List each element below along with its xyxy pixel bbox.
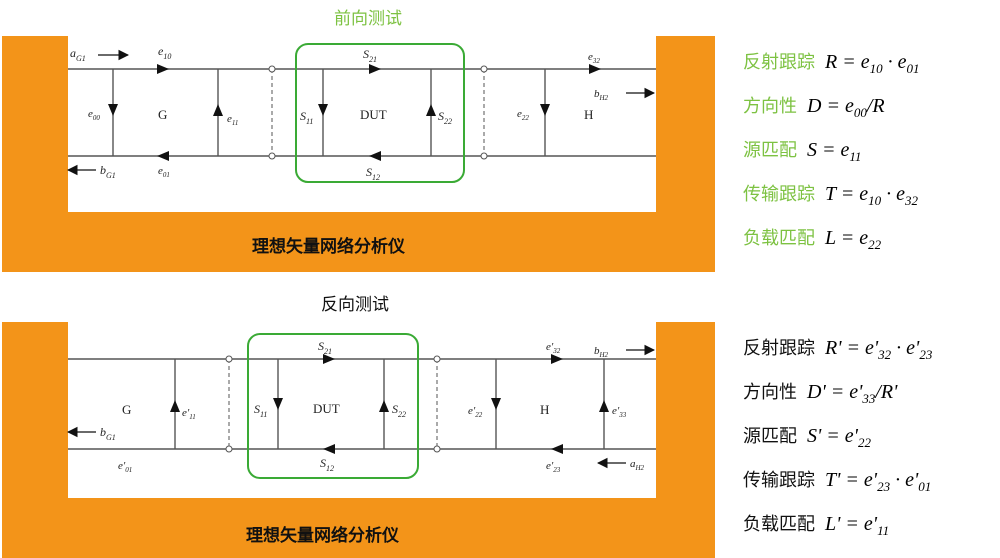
equation-row: 传输跟踪 T = e10 · e32 [743, 180, 918, 209]
forward-arrow-s12 [369, 151, 381, 161]
forward-dut-box [295, 43, 465, 183]
equation-row: 负载匹配 L' = e'11 [743, 510, 889, 539]
equation-name: 负载匹配 [743, 228, 815, 249]
equation-row: 方向性 D = e00/R [743, 92, 885, 121]
forward-label-e10: e10 [158, 44, 171, 61]
forward-label-e01: e01 [158, 165, 170, 179]
forward-label-H: H [584, 107, 593, 122]
reverse-arrow-e32 [551, 354, 563, 364]
reverse-arrow-s21 [323, 354, 335, 364]
reverse-label-e22p: e'22 [468, 405, 483, 419]
forward-arrow-e01 [157, 151, 169, 161]
forward-label-S22: S22 [438, 109, 452, 126]
reverse-arrow-s11 [273, 398, 283, 410]
forward-label-bH2: bH2 [594, 88, 609, 102]
reverse-label-e23p: e'23 [546, 460, 561, 474]
forward-port-node [480, 152, 488, 160]
forward-port-node [268, 65, 276, 73]
reverse-arrow-e33 [599, 400, 609, 412]
forward-label-aG1: aG1 [70, 46, 86, 63]
equation-name: 反射跟踪 [743, 338, 815, 359]
equation-formula: R = e10 · e01 [825, 51, 920, 76]
equation-name: 传输跟踪 [743, 470, 815, 491]
forward-arrow-e10 [157, 64, 169, 74]
reverse-label-S22: S22 [392, 402, 406, 419]
forward-arrow-e22 [540, 104, 550, 116]
equation-name: 传输跟踪 [743, 184, 815, 205]
equation-name: 方向性 [743, 96, 797, 117]
equation-name: 源匹配 [743, 140, 797, 161]
equation-formula: D = e00/R [807, 95, 885, 120]
reverse-label-bG1: bG1 [100, 425, 116, 442]
forward-label-e22: e22 [517, 108, 529, 122]
reverse-port-node [225, 355, 233, 363]
forward-port-node [268, 152, 276, 160]
forward-label-S11: S11 [300, 109, 313, 126]
equation-formula: T' = e'23 · e'01 [825, 469, 932, 494]
equation-row: 反射跟踪 R' = e'32 · e'23 [743, 334, 932, 363]
forward-label-bG1: bG1 [100, 163, 116, 180]
forward-analyzer-label: 理想矢量网络分析仪 [252, 237, 405, 257]
reverse-port-node [433, 445, 441, 453]
equation-name: 源匹配 [743, 426, 797, 447]
forward-arrow-e11 [213, 104, 223, 116]
reverse-label-e33p: e'33 [612, 405, 627, 419]
forward-label-e00: e00 [88, 108, 100, 122]
reverse-label-DUT: DUT [313, 401, 340, 416]
equation-row: 源匹配 S' = e'22 [743, 422, 871, 451]
reverse-dut-box [247, 333, 419, 479]
equation-formula: L' = e'11 [825, 513, 890, 538]
reverse-label-S11: S11 [254, 402, 267, 419]
reverse-label-e11p: e'11 [182, 407, 196, 421]
reverse-label-bH2: bH2 [594, 345, 609, 359]
reverse-label-S21: S21 [318, 339, 332, 356]
reverse-arrow-e11 [170, 400, 180, 412]
forward-label-DUT: DUT [360, 107, 387, 122]
equation-row: 反射跟踪 R = e10 · e01 [743, 48, 919, 77]
equation-formula: S = e11 [807, 139, 862, 164]
reverse-analyzer-body [2, 322, 715, 558]
reverse-label-e32p: e'32 [546, 341, 561, 355]
equation-row: 传输跟踪 T' = e'23 · e'01 [743, 466, 931, 495]
equation-formula: L = e22 [825, 227, 882, 252]
forward-label-G: G [158, 107, 167, 122]
reverse-label-S12: S12 [320, 456, 334, 473]
reverse-arrow-s22 [379, 400, 389, 412]
equation-row: 方向性 D' = e'33/R' [743, 378, 897, 407]
forward-port-node [480, 65, 488, 73]
equation-row: 负载匹配 L = e22 [743, 224, 881, 253]
equation-formula: T = e10 · e32 [825, 183, 919, 208]
reverse-label-aH2: aH2 [630, 458, 645, 472]
forward-test-title: 前向测试 [334, 9, 402, 29]
equation-name: 反射跟踪 [743, 52, 815, 73]
forward-label-S21: S21 [363, 47, 377, 64]
reverse-label-G: G [122, 402, 131, 417]
reverse-port-node [225, 445, 233, 453]
reverse-analyzer-label: 理想矢量网络分析仪 [246, 526, 399, 546]
forward-arrow-s22 [426, 104, 436, 116]
equation-name: 负载匹配 [743, 514, 815, 535]
forward-arrow-s11 [318, 104, 328, 116]
forward-arrow-e32 [589, 64, 601, 74]
equation-formula: D' = e'33/R' [807, 381, 898, 406]
reverse-arrow-s12 [323, 444, 335, 454]
forward-label-S12: S12 [366, 165, 380, 182]
forward-label-e11: e11 [227, 113, 238, 127]
reverse-label-e01p: e'01 [118, 460, 132, 474]
reverse-port-node [433, 355, 441, 363]
reverse-arrow-e22 [491, 398, 501, 410]
forward-analyzer-body [2, 36, 715, 272]
equation-name: 方向性 [743, 382, 797, 403]
reverse-test-title: 反向测试 [321, 295, 389, 315]
forward-label-e32: e32 [588, 51, 600, 65]
reverse-arrow-e23 [551, 444, 563, 454]
equation-row: 源匹配 S = e11 [743, 136, 861, 165]
reverse-label-H: H [540, 402, 549, 417]
equation-formula: R' = e'32 · e'23 [825, 337, 933, 362]
forward-arrow-e00 [108, 104, 118, 116]
equation-formula: S' = e'22 [807, 425, 871, 450]
forward-arrow-s21 [369, 64, 381, 74]
